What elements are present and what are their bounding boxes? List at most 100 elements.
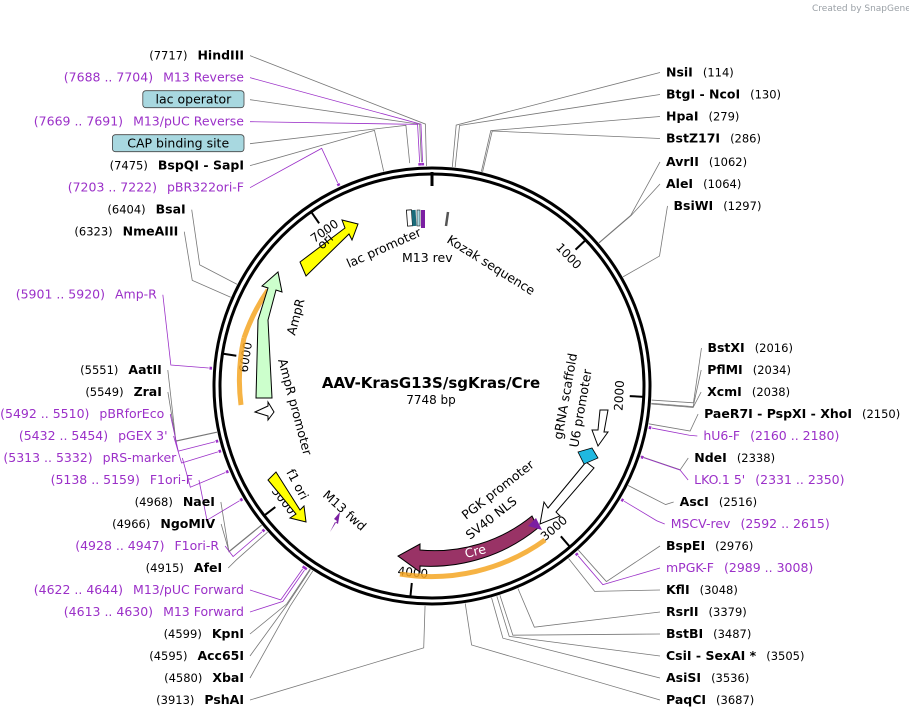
grna-scaffold-feature[interactable] xyxy=(577,447,599,465)
enzyme-text: PaeR7I - PspXI - XhoI(2150) xyxy=(704,406,900,421)
primer-text: MSCV-rev(2592 .. 2615) xyxy=(671,516,830,531)
leader-line xyxy=(249,568,311,635)
enzyme-site-label[interactable]: (4966)NgoMIV xyxy=(112,516,215,531)
enzyme-site-label[interactable]: (4599)KpnI xyxy=(164,626,244,641)
m13-rev-feature[interactable] xyxy=(421,210,425,228)
cre-feature-arrow[interactable] xyxy=(397,515,539,573)
lac-operator-feature[interactable] xyxy=(416,209,421,227)
enzyme-site-label[interactable]: PaqCI(3687) xyxy=(666,692,754,707)
leader-line xyxy=(249,569,305,613)
pgk-promoter-arrow[interactable] xyxy=(539,461,595,525)
enzyme-site-label[interactable]: BstZ17I(286) xyxy=(666,130,761,145)
primer-site-mark xyxy=(261,528,266,533)
leader-line xyxy=(249,147,339,189)
leader-line xyxy=(183,231,231,298)
enzyme-site-label[interactable]: (4595)Acc65I xyxy=(149,648,244,663)
leader-line xyxy=(227,531,268,569)
primer-text: (5492 .. 5510)pBRforEco xyxy=(0,406,164,421)
leader-line xyxy=(628,485,674,505)
primer-site-label[interactable]: (5313 .. 5332)pRS-marker xyxy=(3,450,177,465)
enzyme-site-label[interactable]: CsiI - SexAI *(3505) xyxy=(666,648,804,663)
ori-feature-arrow[interactable] xyxy=(299,219,359,277)
enzyme-text: RsrII(3379) xyxy=(666,604,747,619)
ampr-feature-arrow[interactable] xyxy=(255,271,283,399)
primer-site-label[interactable]: (5492 .. 5510)pBRforEco xyxy=(0,406,164,421)
enzyme-site-label[interactable]: PflMI(2034) xyxy=(707,362,791,377)
primer-site-label[interactable]: (7688 .. 7704)M13 Reverse xyxy=(64,70,244,85)
cap-binding-site-feature[interactable] xyxy=(411,209,417,227)
primer-text: (7203 .. 7222)pBR322ori-F xyxy=(68,180,244,195)
leader-line xyxy=(181,457,226,488)
sv40-nls-feature[interactable] xyxy=(528,518,542,530)
u6-promoter-arrow[interactable] xyxy=(591,409,609,448)
primer-site-mark xyxy=(225,469,229,474)
enzyme-text: (4599)KpnI xyxy=(164,626,244,641)
enzyme-text: BstBI(3487) xyxy=(666,626,751,641)
enzyme-text: BsiWI(1297) xyxy=(673,198,761,213)
enzyme-site-label[interactable]: PaeR7I - PspXI - XhoI(2150) xyxy=(704,406,900,421)
enzyme-site-label[interactable]: RsrII(3379) xyxy=(666,604,747,619)
enzyme-site-label[interactable]: (7717)HindIII xyxy=(149,48,244,63)
enzyme-site-label[interactable]: AleI(1064) xyxy=(666,176,741,191)
leader-line xyxy=(167,369,217,442)
enzyme-site-label[interactable]: BstXI(2016) xyxy=(707,340,792,355)
enzyme-site-label[interactable]: BtgI - NcoI(130) xyxy=(666,86,781,101)
enzyme-site-label[interactable]: AsiSI(3536) xyxy=(666,670,749,685)
enzyme-text: (4915)AfeI xyxy=(146,560,223,575)
enzyme-site-label[interactable]: AvrII(1062) xyxy=(666,154,747,169)
primer-site-mark xyxy=(215,439,219,443)
enzyme-site-label[interactable]: (3913)PshAI xyxy=(156,692,244,707)
leader-line xyxy=(191,209,238,285)
primer-site-label[interactable]: MSCV-rev(2592 .. 2615) xyxy=(671,516,830,531)
enzyme-site-label[interactable]: BspEI(2976) xyxy=(666,538,753,553)
enzyme-site-label[interactable]: (4915)AfeI xyxy=(146,560,223,575)
leader-line xyxy=(648,413,699,432)
lac-promoter-feature[interactable] xyxy=(406,209,413,227)
leader-line xyxy=(651,391,702,408)
enzyme-site-label[interactable]: BstBI(3487) xyxy=(666,626,751,641)
leader-line xyxy=(249,99,422,163)
ampr-promoter-arrow[interactable] xyxy=(253,400,275,422)
f1-ori-feature-arrow[interactable] xyxy=(267,471,307,523)
enzyme-site-label[interactable]: NsiI(114) xyxy=(666,64,734,79)
primer-site-label[interactable]: (4928 .. 4947)F1ori-R xyxy=(75,538,219,553)
enzyme-site-label[interactable]: (6404)BsaI xyxy=(107,202,185,217)
leader-line xyxy=(249,570,314,679)
enzyme-site-label[interactable]: (5549)ZraI xyxy=(85,384,162,399)
enzyme-site-label[interactable]: (6323)NmeAIII xyxy=(74,224,178,239)
primer-site-label[interactable]: (7669 .. 7691)M13/pUC Reverse xyxy=(34,114,245,129)
m13-fwd-feature[interactable] xyxy=(330,512,340,532)
enzyme-site-label[interactable]: NdeI(2338) xyxy=(694,450,775,465)
enzyme-text: NdeI(2338) xyxy=(694,450,775,465)
boxed-feature-label[interactable]: CAP binding site xyxy=(112,134,245,153)
enzyme-site-label[interactable]: (7475)BspQI - SapI xyxy=(110,158,244,173)
leader-line xyxy=(480,116,661,172)
m13-fwd-label: M13 fwd xyxy=(320,487,369,534)
primer-site-label[interactable]: LKO.1 5'(2331 .. 2350) xyxy=(694,472,844,487)
primer-site-label[interactable]: (5138 .. 5159)F1ori-F xyxy=(51,472,193,487)
leader-line xyxy=(249,605,426,701)
primer-text: (5432 .. 5454)pGEX 3' xyxy=(19,428,168,443)
kozak-sequence-feature[interactable] xyxy=(444,211,450,227)
enzyme-site-label[interactable]: AscI(2516) xyxy=(680,494,757,509)
primer-site-label[interactable]: hU6-F(2160 .. 2180) xyxy=(703,428,839,443)
enzyme-text: XcmI(2038) xyxy=(707,384,790,399)
primer-site-label[interactable]: (7203 .. 7222)pBR322ori-F xyxy=(68,180,244,195)
primer-text: LKO.1 5'(2331 .. 2350) xyxy=(694,472,844,487)
enzyme-site-label[interactable]: KflI(3048) xyxy=(666,582,738,597)
enzyme-site-label[interactable]: HpaI(279) xyxy=(666,108,739,123)
primer-site-label[interactable]: (4613 .. 4630)M13 Forward xyxy=(64,604,244,619)
enzyme-site-label[interactable]: (4968)NaeI xyxy=(135,494,215,509)
primer-text: (4613 .. 4630)M13 Forward xyxy=(64,604,244,619)
primer-site-label[interactable]: (5901 .. 5920)Amp-R xyxy=(16,287,157,302)
enzyme-site-label[interactable]: (5551)AatII xyxy=(80,362,162,377)
boxed-feature-label[interactable]: lac operator xyxy=(142,90,245,109)
enzyme-text: KflI(3048) xyxy=(666,582,738,597)
primer-site-label[interactable]: (4622 .. 4644)M13/pUC Forward xyxy=(34,582,244,597)
enzyme-site-label[interactable]: BsiWI(1297) xyxy=(673,198,761,213)
primer-site-label[interactable]: mPGK-F(2989 .. 3008) xyxy=(666,560,813,575)
primer-text: hU6-F(2160 .. 2180) xyxy=(703,428,839,443)
primer-site-label[interactable]: (5432 .. 5454)pGEX 3' xyxy=(19,428,168,443)
enzyme-site-label[interactable]: (4580)XbaI xyxy=(164,670,244,685)
enzyme-site-label[interactable]: XcmI(2038) xyxy=(707,384,790,399)
